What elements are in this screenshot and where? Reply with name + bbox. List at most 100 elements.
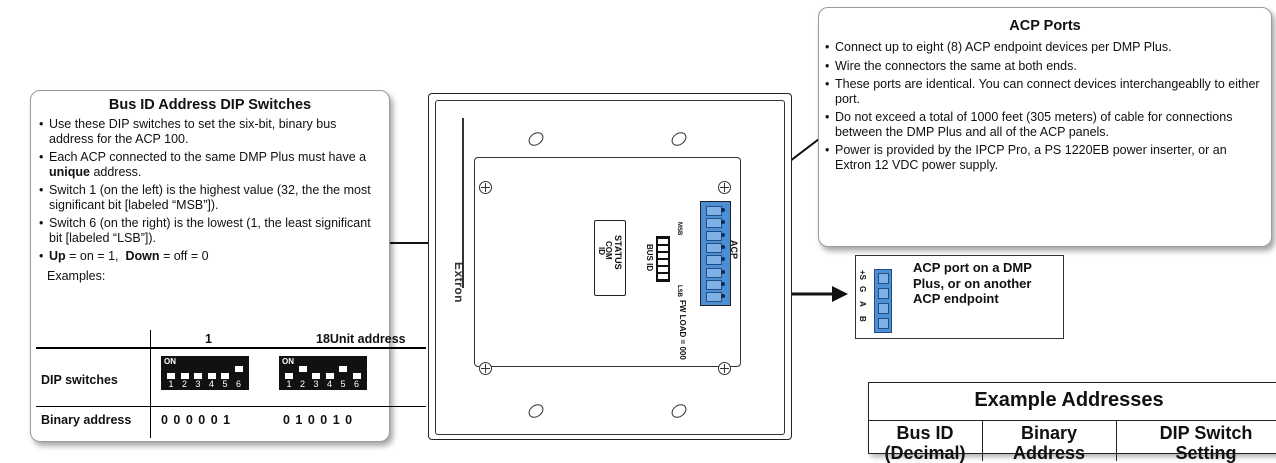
dip-on-label: ON <box>164 357 176 366</box>
port-pin <box>878 273 889 284</box>
lsb-label: LSB <box>676 285 682 297</box>
connector-pin <box>706 255 722 266</box>
connector-pin <box>706 206 722 216</box>
connector-pin <box>706 279 722 290</box>
screw-top-left <box>479 181 492 194</box>
dip-switch-knob <box>325 373 334 379</box>
connector-screw-dot <box>721 269 725 274</box>
table-rule-top <box>36 347 426 349</box>
acp-ports-callout: ACP Ports Connect up to eight (8) ACP en… <box>818 7 1272 247</box>
port-pin-label-s: +S <box>858 270 867 281</box>
bus-id-bullet-5: Up = on = 1, Down = off = 0 <box>39 249 381 264</box>
dip-switch-toggle <box>339 366 347 379</box>
device-dip-toggle[interactable] <box>658 253 668 258</box>
example-addresses-table: Example Addresses Bus ID (Decimal) Binar… <box>868 382 1276 463</box>
dip-switch-knob <box>207 373 216 379</box>
connector-pin <box>706 218 722 229</box>
device-dip-toggle[interactable] <box>658 246 668 251</box>
dip-switch-knob <box>298 366 307 372</box>
device-dip-toggle[interactable] <box>658 274 668 279</box>
dip-switch-knob <box>285 373 293 379</box>
connector-pin <box>706 230 722 241</box>
port-pin <box>878 318 889 329</box>
device-dip-toggle[interactable] <box>658 239 668 244</box>
screw-top-right <box>718 181 731 194</box>
example2-binary: 0 1 0 0 1 0 <box>283 413 354 427</box>
table-rule-mid <box>36 406 426 407</box>
example1-header: 1 <box>205 332 212 346</box>
port-pin-label-b: B <box>858 316 867 322</box>
connector-pin <box>706 267 722 278</box>
device-dip-toggle[interactable] <box>658 267 668 272</box>
screw-bottom-left <box>479 362 492 375</box>
acp-ports-title: ACP Ports <box>1009 18 1081 34</box>
id-label: ID <box>597 247 606 255</box>
dip-switch-knob <box>221 373 229 379</box>
dip-switch-toggle <box>285 366 293 379</box>
dip-switch-toggle <box>298 366 307 379</box>
msb-label: MSB <box>676 222 682 236</box>
acp-port-connector[interactable] <box>700 201 731 306</box>
dip-switch-toggle <box>325 366 334 379</box>
example2-header: 18Unit address <box>316 332 406 346</box>
extron-logo: Extron <box>452 262 466 304</box>
dip-switch-knob <box>180 373 189 379</box>
connector-screw-dot <box>721 294 725 299</box>
acp-bullet-5: Power is provided by the IPCP Pro, a PS … <box>825 143 1261 172</box>
examples-label: Examples: <box>47 268 106 283</box>
fw-load-label: FW LOAD = 000 <box>678 300 687 360</box>
acp-bullet-3: These ports are identical. You can conne… <box>825 77 1261 106</box>
dip-switch-knob <box>352 373 361 379</box>
bus-id-label: BUS ID <box>645 244 654 272</box>
dip-switch-number: 4 <box>208 379 214 389</box>
col-bus-id-header: Bus ID (Decimal) <box>884 423 966 463</box>
port-connector-graphic <box>874 269 892 333</box>
dip-switch-number: 3 <box>195 379 201 389</box>
dip-switch-number: 1 <box>286 379 292 389</box>
dip-switch-knob <box>234 366 243 372</box>
bus-id-title: Bus ID Address DIP Switches <box>108 97 312 113</box>
bus-id-dip-switch[interactable] <box>656 236 670 282</box>
connector-screw-dot <box>721 232 725 237</box>
connector-screw-dot <box>721 208 725 212</box>
dip-switch-toggle <box>221 366 229 379</box>
status-label: STATUS <box>613 235 623 270</box>
dip-switch-number: 5 <box>340 379 346 389</box>
port-pin-label-a: A <box>858 301 867 307</box>
dip-switches-row-label: DIP switches <box>41 373 118 387</box>
dip-switch-number: 2 <box>299 379 305 389</box>
col-dip-switch-header: DIP Switch Setting <box>1159 423 1253 463</box>
connector-screw-dot <box>721 244 725 249</box>
dip-switch-number: 4 <box>326 379 332 389</box>
port-box-label: ACP port on a DMP Plus, or on another AC… <box>913 260 1032 306</box>
dip-on-label: ON <box>282 357 294 366</box>
col-binary-header: Binary Address <box>1012 423 1086 463</box>
status-indicator-block: STATUS COM ID <box>594 220 626 296</box>
acp-port-reference-box: +S G A B ACP port on a DMP Plus, or on a… <box>855 255 1064 339</box>
device-faceplate <box>435 100 785 435</box>
dip-switch-toggle <box>180 366 189 379</box>
device-dip-toggle[interactable] <box>658 260 668 265</box>
dip-switch-toggle <box>167 366 175 379</box>
dip-switch-knob <box>339 366 347 372</box>
screw-bottom-right <box>718 362 731 375</box>
device-side-notch <box>462 118 464 288</box>
bus-id-bullet-3: Switch 1 (on the left) is the highest va… <box>39 183 381 212</box>
connector-screw-dot <box>721 220 725 225</box>
bus-id-bullet-2: Each ACP connected to the same DMP Plus … <box>39 150 381 179</box>
arrow-head-right <box>832 286 848 302</box>
connector-pin <box>706 242 722 253</box>
dip-switch-number: 6 <box>353 379 359 389</box>
connector-pin <box>706 292 722 303</box>
port-pin <box>878 303 889 314</box>
dip-switch-number: 2 <box>181 379 187 389</box>
port-pin <box>878 288 889 299</box>
table-rule-vert <box>150 330 151 438</box>
example1-binary: 0 0 0 0 0 1 <box>161 413 232 427</box>
bus-id-bullet-4: Switch 6 (on the right) is the lowest (1… <box>39 216 381 245</box>
dip-switch-number: 3 <box>313 379 319 389</box>
dip-switch-toggle <box>352 366 361 379</box>
connector-screw-dot <box>721 281 725 286</box>
dip-switch-number: 1 <box>168 379 174 389</box>
